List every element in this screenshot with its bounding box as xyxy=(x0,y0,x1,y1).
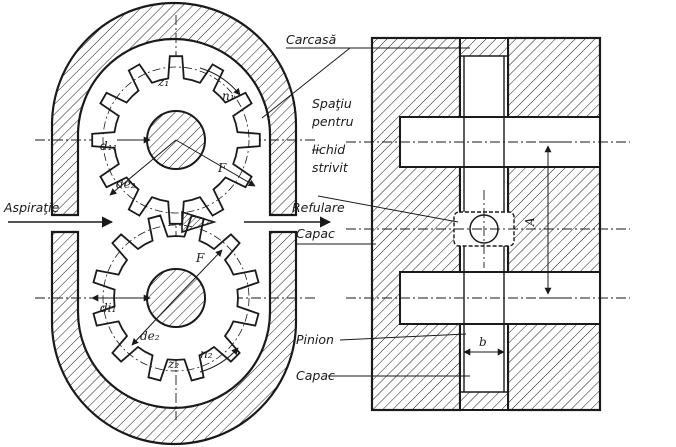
label-pinion: Pinion xyxy=(296,332,334,347)
label-refulare: Refulare xyxy=(292,200,345,215)
symbol-f-bottom: F xyxy=(195,251,205,265)
symbol-z2: z₂ xyxy=(167,357,179,371)
left-casing xyxy=(50,1,298,446)
symbol-n2: n₂ xyxy=(200,347,213,361)
symbol-de2-bottom: de₂ xyxy=(140,329,160,343)
symbol-a: A xyxy=(523,217,537,227)
symbol-di1-top: d₁₁ xyxy=(100,139,117,153)
label-spatiu-1: Spaţiu xyxy=(312,96,352,111)
dimension-leaders xyxy=(91,67,256,373)
symbol-de2-top: de₂ xyxy=(116,177,136,191)
label-spatiu-2: pentru xyxy=(311,114,354,129)
symbol-di1-bottom: di₁ xyxy=(100,301,116,315)
right-dimensions xyxy=(463,141,566,356)
flow-arrows xyxy=(8,210,332,234)
symbol-n1: n₁ xyxy=(222,89,235,103)
right-section xyxy=(370,36,602,412)
label-capac-bottom: Capac xyxy=(296,368,335,383)
symbol-b: b xyxy=(479,335,487,349)
gear-top-pitch-circle xyxy=(102,66,250,214)
label-capac-top: Capac xyxy=(296,226,335,241)
callout-leaders xyxy=(261,47,470,377)
symbol-f-top: F xyxy=(217,161,227,175)
label-carcasa: Carcasă xyxy=(286,32,337,47)
label-aspiratie: Aspiraţie xyxy=(3,200,60,215)
right-centerlines xyxy=(346,141,630,299)
label-spatiu-4: strivit xyxy=(312,160,349,175)
label-spatiu-3: lichid xyxy=(312,142,345,157)
symbol-z1: z₁ xyxy=(157,75,169,89)
